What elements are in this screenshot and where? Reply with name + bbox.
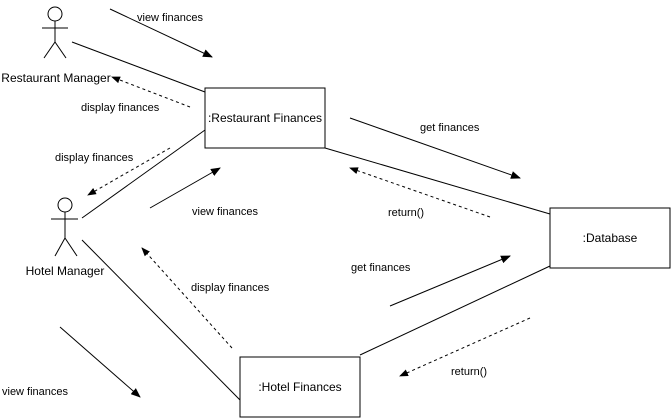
label-hm-view-finances-hf: view finances <box>2 386 69 398</box>
label-rm-display-finances: display finances <box>81 102 160 114</box>
label-hf-get-finances: get finances <box>351 262 411 274</box>
hotel-manager-right-leg <box>64 237 78 257</box>
association-lines <box>71 41 551 401</box>
arrow-hf-get-finances <box>389 255 511 307</box>
restaurant-finances-box <box>204 87 326 149</box>
database-box <box>549 207 671 269</box>
arrow-hm-view-finances-rf <box>149 167 221 209</box>
link-hotel-manager-to-hotel-finances <box>81 239 241 401</box>
label-hf-display-finances: display finances <box>191 282 270 294</box>
restaurant-manager-left-leg <box>43 41 56 59</box>
restaurant-manager-actor <box>42 6 68 59</box>
restaurant-manager-right-leg <box>54 41 67 59</box>
arrow-hf-display-finances <box>141 247 233 349</box>
label-hm-display-finances: display finances <box>55 152 134 164</box>
hotel-manager-head <box>57 197 73 213</box>
arrow-rm-view-finances <box>109 8 213 58</box>
arrow-hm-view-finances-hf <box>59 326 141 398</box>
arrow-rm-display-finances <box>111 76 191 108</box>
hotel-manager-left-leg <box>54 237 66 257</box>
hotel-finances-box <box>239 356 361 418</box>
restaurant-manager-head <box>47 6 63 22</box>
restaurant-finances-label: :Restaurant Finances <box>208 111 322 125</box>
label-rf-return: return() <box>388 207 424 219</box>
arrow-rf-get-finances <box>349 117 521 179</box>
link-restaurant-manager-to-restaurant-finances <box>71 41 206 93</box>
label-hm-view-finances-rf: view finances <box>192 206 259 218</box>
label-hf-return: return() <box>451 366 487 378</box>
message-arrows <box>59 8 531 398</box>
label-rm-view-finances: view finances <box>137 12 204 24</box>
arrow-rf-return <box>349 167 491 218</box>
link-hotel-finances-to-database <box>359 265 551 356</box>
database-label: :Database <box>583 231 638 245</box>
hotel-finances-label: :Hotel Finances <box>258 380 341 394</box>
arrow-hm-display-finances <box>87 147 171 196</box>
hotel-manager-actor <box>51 197 78 257</box>
label-rf-get-finances: get finances <box>420 122 480 134</box>
restaurant-manager-label: Restaurant Manager <box>1 71 110 85</box>
link-hotel-manager-to-restaurant-finances <box>81 129 206 219</box>
hotel-manager-label: Hotel Manager <box>26 264 105 278</box>
link-restaurant-finances-to-database <box>324 147 551 215</box>
